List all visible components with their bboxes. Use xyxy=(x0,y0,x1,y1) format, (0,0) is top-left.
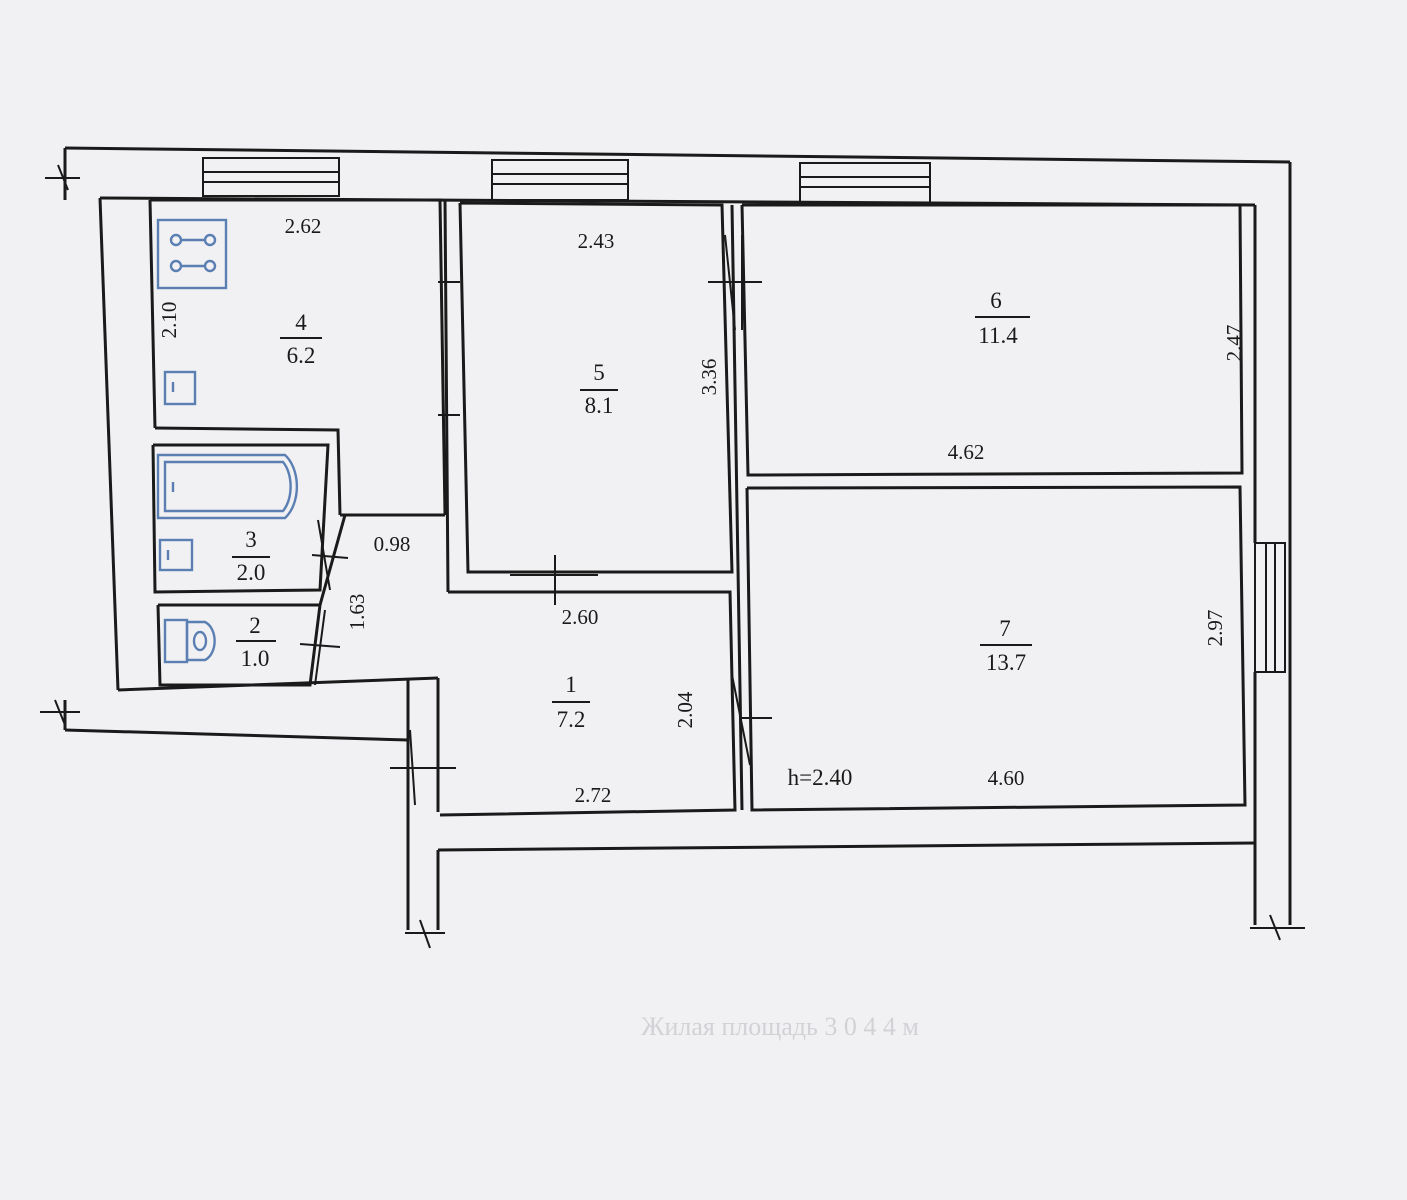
ceiling-height: h=2.40 xyxy=(788,765,853,790)
break-marks xyxy=(40,164,1305,949)
room-5-area: 8.1 xyxy=(585,393,614,418)
dim-kitchen-depth: 2.10 xyxy=(157,302,181,339)
room-7-area: 13.7 xyxy=(986,650,1026,675)
room-1-number: 1 xyxy=(565,672,577,697)
sink-icon xyxy=(163,370,197,406)
window-room7 xyxy=(1254,542,1286,673)
stove-icon xyxy=(156,218,228,290)
fraction-bars xyxy=(232,316,1032,703)
dim-room6-depth: 2.47 xyxy=(1222,325,1246,362)
room-4-area: 6.2 xyxy=(287,343,316,368)
dim-room5-width: 2.43 xyxy=(578,229,615,253)
window-room6 xyxy=(799,162,931,204)
windows xyxy=(202,157,1286,673)
bathtub-icon xyxy=(156,453,299,520)
dim-room7-width: 4.60 xyxy=(988,766,1025,790)
room-2-area: 1.0 xyxy=(241,646,270,671)
dim-room5-depth: 3.36 xyxy=(697,359,721,396)
dim-hall-bottom: 2.72 xyxy=(575,783,612,807)
dim-room6-width: 4.62 xyxy=(948,440,985,464)
faded-footer-text: Жилая площадь 3 0 4 4 м xyxy=(641,1012,919,1041)
toilet-icon xyxy=(163,618,216,664)
doors xyxy=(299,234,772,806)
dim-hall-depth: 2.04 xyxy=(673,691,697,728)
room-7-number: 7 xyxy=(999,616,1011,641)
window-kitchen xyxy=(202,157,340,197)
room-4-number: 4 xyxy=(295,310,307,335)
washbasin-icon xyxy=(158,538,194,572)
dim-room7-depth: 2.97 xyxy=(1203,610,1227,647)
room-5-number: 5 xyxy=(593,360,605,385)
outer-walls xyxy=(63,146,1292,930)
room-3-number: 3 xyxy=(245,527,257,552)
dim-corridor-width: 0.98 xyxy=(374,532,411,556)
room-6-area: 11.4 xyxy=(978,323,1018,348)
dimension-labels: 2.62 2.10 2.43 3.36 2.47 4.62 0.98 2.60 … xyxy=(157,214,1246,807)
room-3-area: 2.0 xyxy=(237,560,266,585)
dim-hall-side: 1.63 xyxy=(345,594,369,631)
window-room5 xyxy=(491,159,629,201)
room-6-number: 6 xyxy=(990,288,1002,313)
dim-kitchen-width: 2.62 xyxy=(285,214,322,238)
room-2-number: 2 xyxy=(249,613,261,638)
dim-hall-top: 2.60 xyxy=(562,605,599,629)
room-1-area: 7.2 xyxy=(557,707,586,732)
room-walls xyxy=(148,198,1247,817)
room-labels: 4 6.2 5 8.1 6 11.4 3 2.0 2 1.0 1 7.2 7 1… xyxy=(237,288,1027,732)
